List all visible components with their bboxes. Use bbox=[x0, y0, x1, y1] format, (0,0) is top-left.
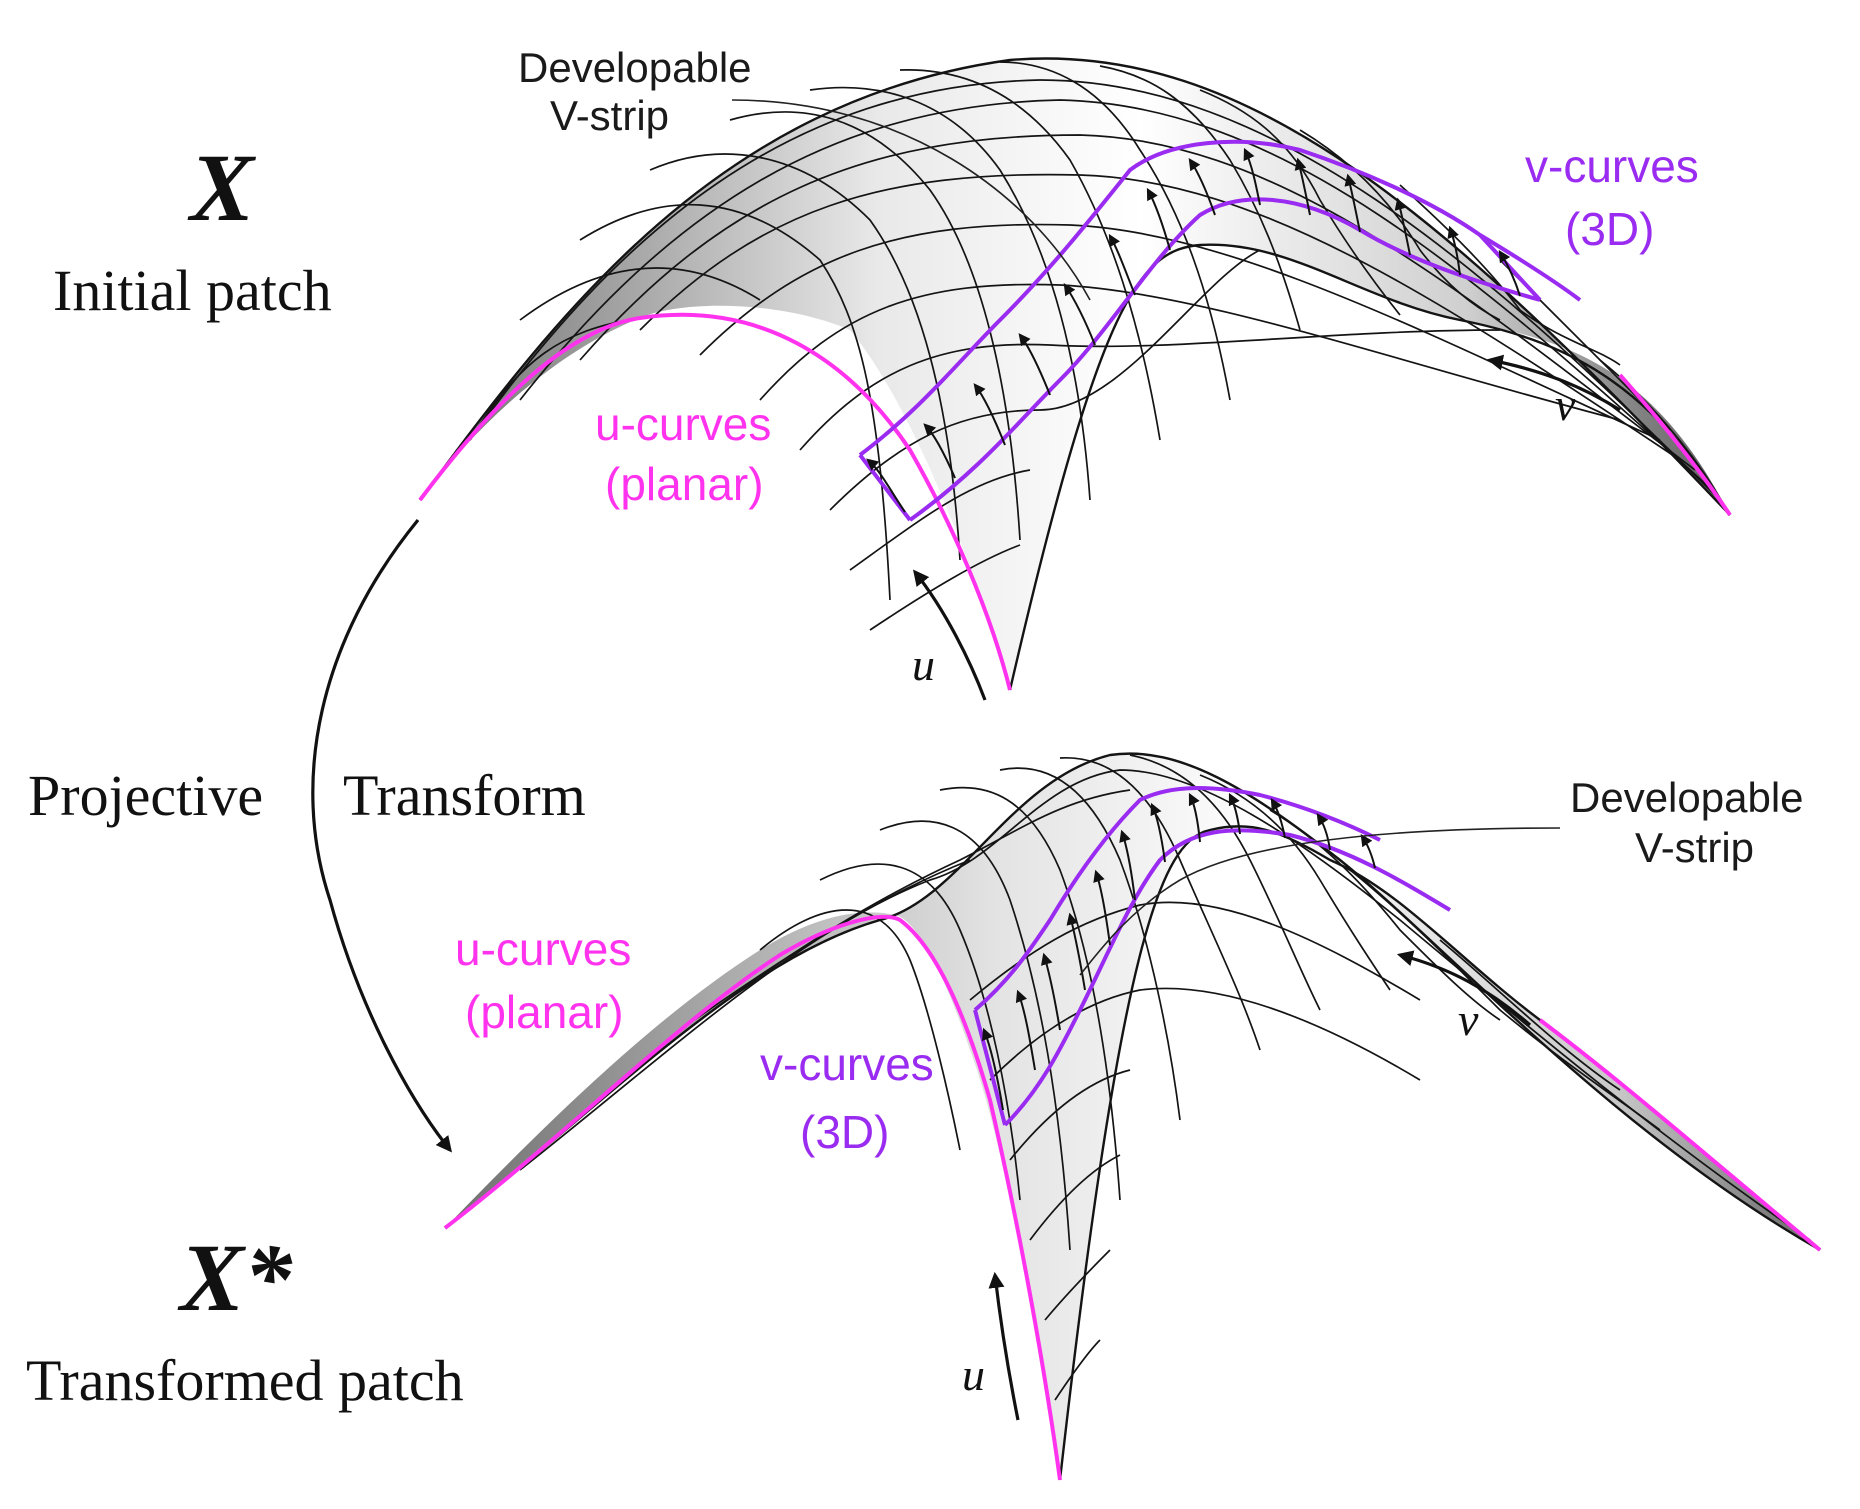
top-vcurve-upper bbox=[858, 139, 1582, 457]
top-vcurves-label-line2: (3D) bbox=[1565, 203, 1654, 255]
top-v-label: v bbox=[1555, 379, 1576, 430]
bottom-ucurves-label-line2: (planar) bbox=[465, 986, 624, 1038]
bottom-v-label: v bbox=[1458, 994, 1479, 1045]
bottom-left-caption: X* Transformed patch bbox=[26, 1224, 464, 1413]
projective-transform-arrow bbox=[311, 518, 452, 1153]
top-vcurve-lower bbox=[908, 197, 1541, 522]
top-vcurves-label-line1: v-curves bbox=[1525, 140, 1699, 192]
bottom-strip-arrows bbox=[981, 792, 1376, 1111]
top-v-direction-arrow bbox=[1486, 354, 1621, 412]
transformed-patch-caption: Transformed patch bbox=[26, 1348, 464, 1413]
bottom-ucurve-front bbox=[443, 915, 1062, 1481]
top-annotation-line2: V-strip bbox=[550, 92, 669, 139]
bottom-u-direction-arrow bbox=[988, 1271, 1020, 1421]
bottom-v-direction-arrow bbox=[1396, 950, 1532, 1027]
top-annotation-leader bbox=[731, 99, 1091, 301]
top-ucurve-front bbox=[418, 312, 1012, 691]
initial-patch-symbol: X bbox=[187, 134, 256, 241]
initial-patch-caption: Initial patch bbox=[53, 258, 332, 323]
bottom-annotation-line2: V-strip bbox=[1635, 824, 1754, 871]
top-u-direction-arrow bbox=[913, 569, 987, 701]
bottom-vcurve-upper bbox=[973, 786, 1381, 1012]
bottom-annotation-line1: Developable bbox=[1570, 774, 1804, 821]
top-u-label: u bbox=[912, 639, 935, 690]
top-strip-arrows bbox=[866, 147, 1521, 513]
initial-patch-surface bbox=[418, 57, 1732, 691]
bottom-vcurves-label-line1: v-curves bbox=[760, 1038, 934, 1090]
transform-word-1: Projective bbox=[28, 763, 263, 828]
top-ucurves-label-line1: u-curves bbox=[595, 398, 771, 450]
bottom-annotation-leader bbox=[1079, 827, 1561, 976]
bottom-ucurves-label-line1: u-curves bbox=[455, 923, 631, 975]
bottom-vcurves-label-line2: (3D) bbox=[800, 1106, 889, 1158]
bottom-vcurve-lower bbox=[1003, 828, 1452, 1127]
top-annotation-line1: Developable bbox=[518, 44, 752, 91]
bottom-u-label: u bbox=[962, 1349, 985, 1400]
bottom-ucurve-back bbox=[1538, 1018, 1822, 1252]
top-ucurves-label-line2: (planar) bbox=[605, 458, 764, 510]
top-ucurve-back bbox=[1618, 373, 1732, 517]
transform-word-2: Transform bbox=[343, 763, 586, 828]
top-left-caption: X Initial patch bbox=[53, 134, 332, 323]
transformed-patch-surface bbox=[443, 752, 1822, 1481]
transformed-patch-symbol: X* bbox=[177, 1224, 293, 1331]
